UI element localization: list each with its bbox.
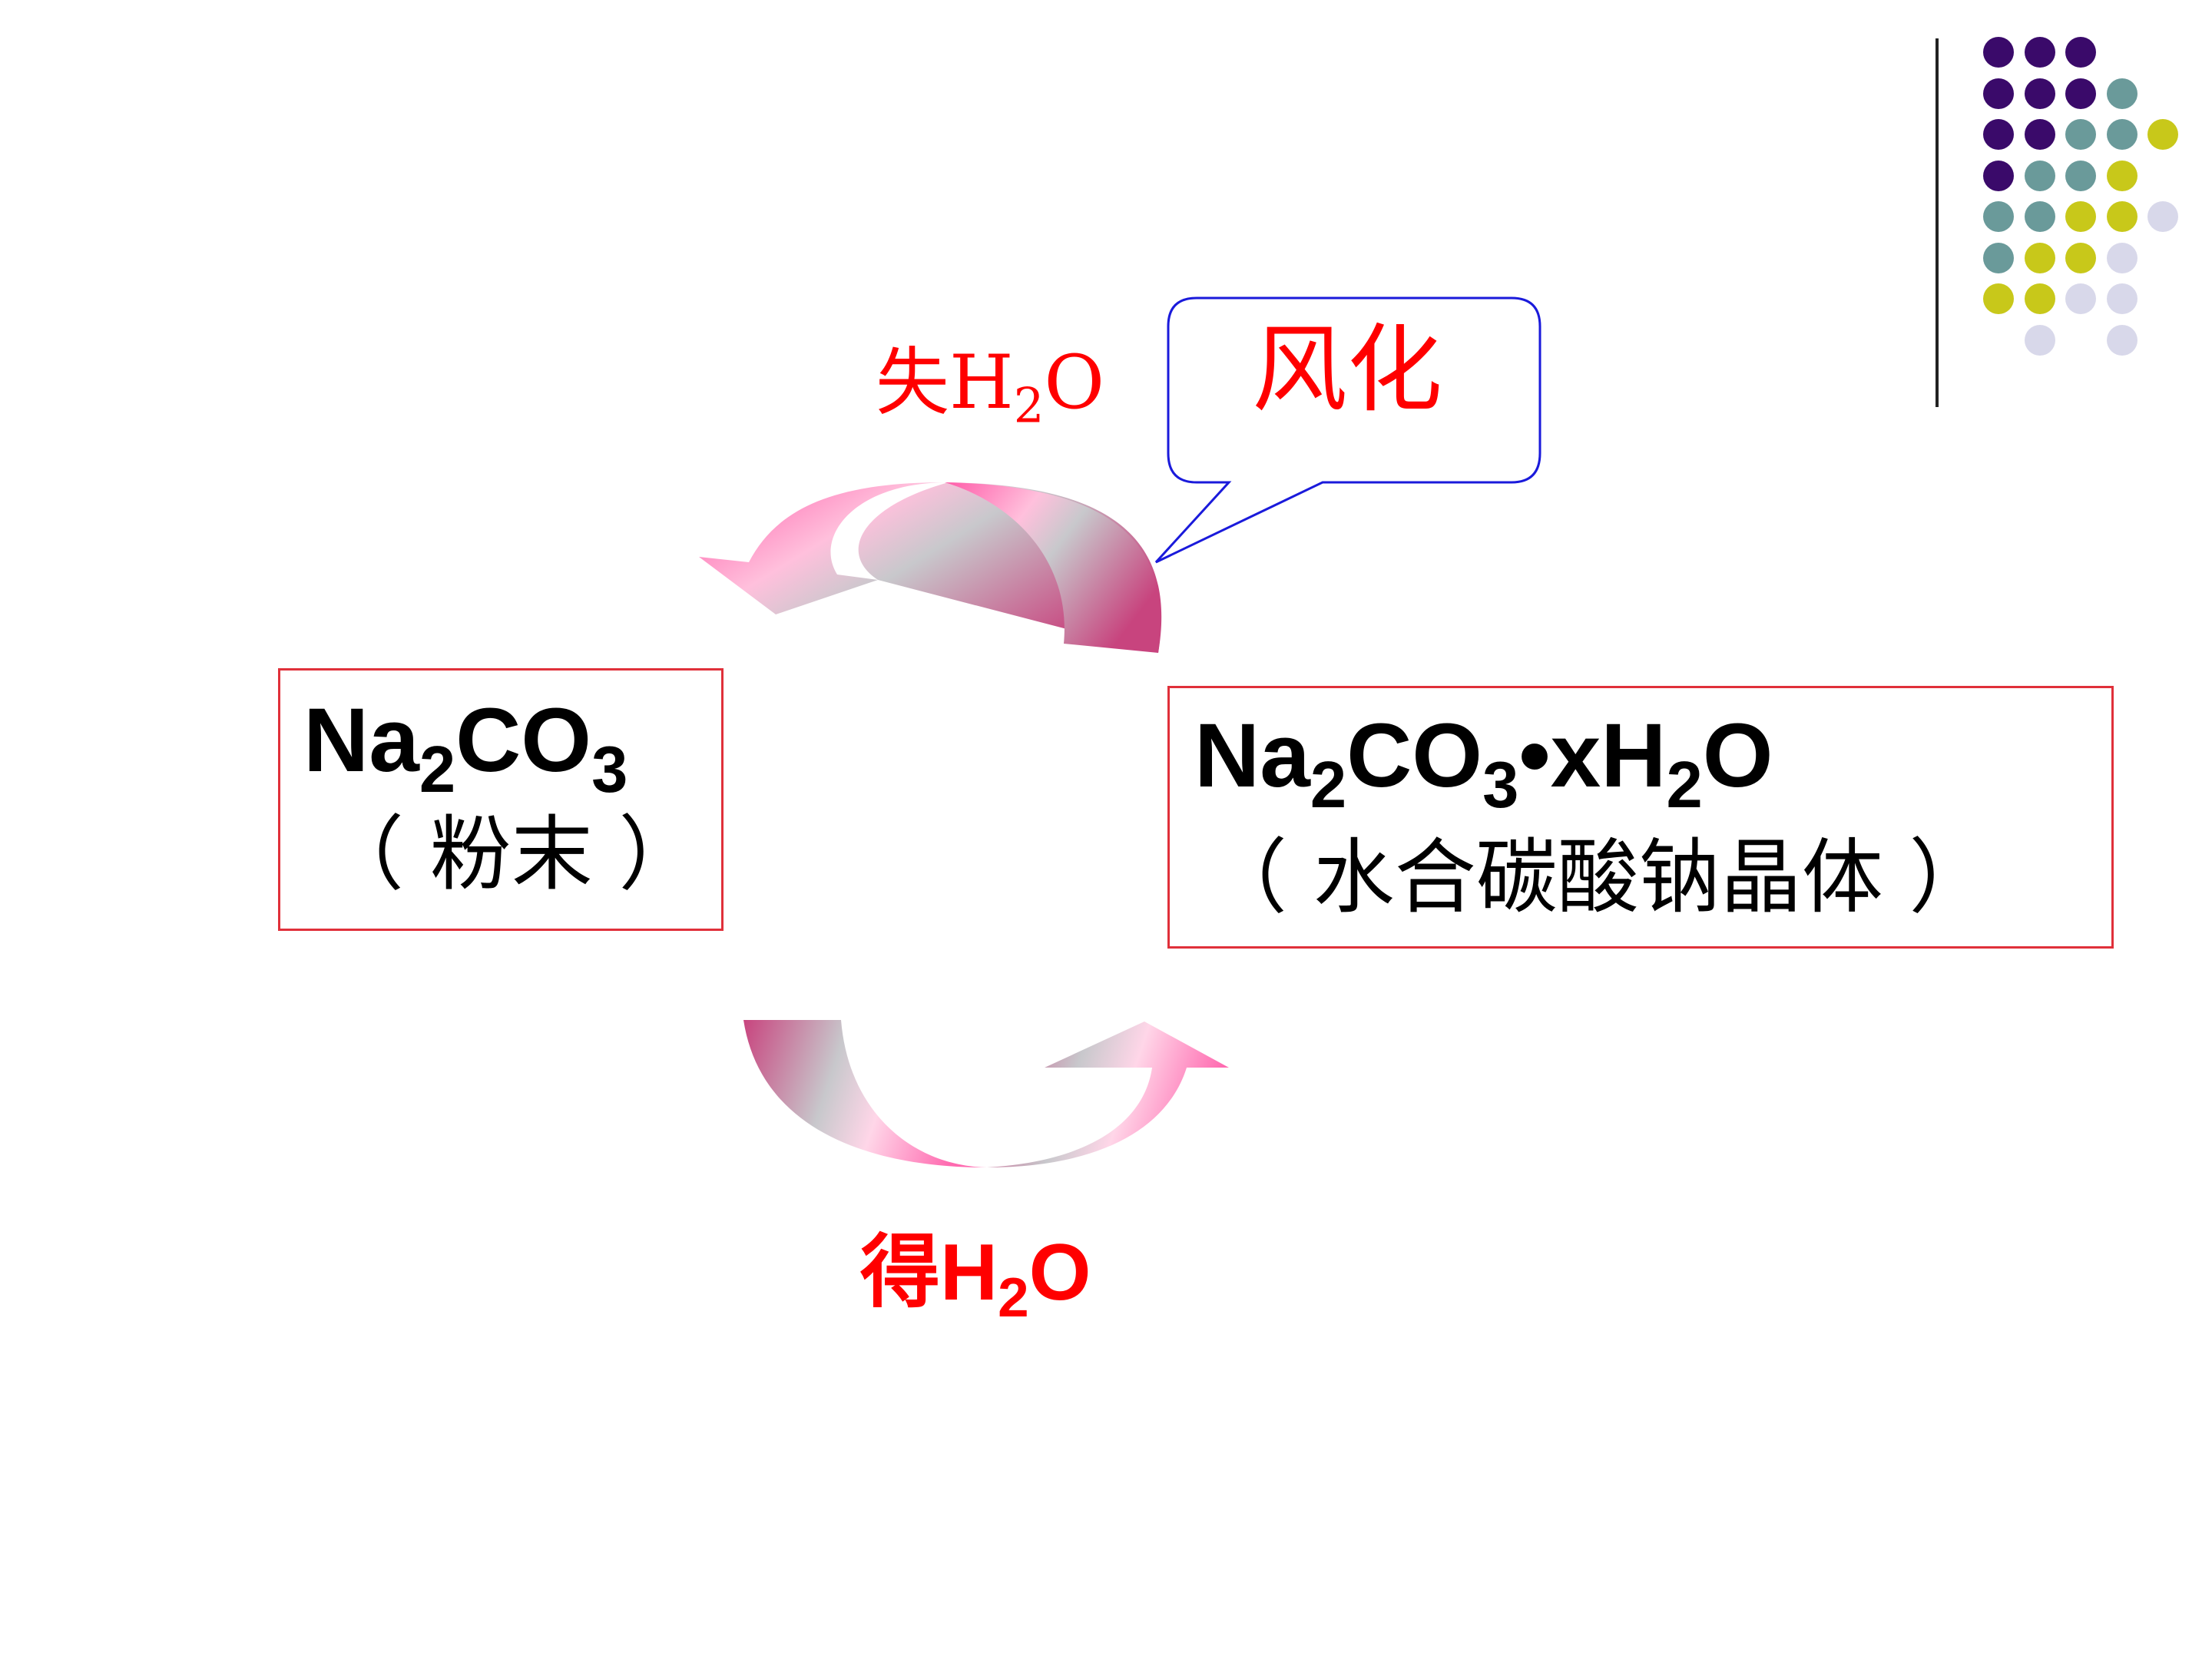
- left-caption: （ 粉末 ）: [323, 807, 700, 902]
- bottom-label-h: H: [940, 1228, 998, 1317]
- decorative-dot: [2024, 283, 2055, 314]
- callout-label: 风化: [1252, 315, 1443, 426]
- bottom-label-prefix: 得: [860, 1228, 941, 1317]
- decorative-dot: [2065, 119, 2096, 150]
- bottom-label-o: O: [1028, 1228, 1091, 1317]
- top-label-sub: 2: [1013, 377, 1045, 434]
- decorative-dot: [2065, 37, 2096, 68]
- decorative-dot: [2024, 78, 2055, 109]
- top-label-h: H: [949, 339, 1014, 426]
- decorative-dot: [2106, 242, 2137, 273]
- decorative-dot: [2106, 160, 2137, 191]
- left-formula-co: CO: [455, 690, 592, 791]
- decorative-dot: [2106, 119, 2137, 150]
- top-arrow-label: 失H2O: [876, 346, 1104, 429]
- decorative-dot: [2106, 78, 2137, 109]
- right-formula-na: Na: [1194, 705, 1310, 806]
- decorative-dot: [2065, 78, 2096, 109]
- decorative-dot: [2106, 201, 2137, 232]
- decorative-dot: [1983, 78, 2014, 109]
- left-formula-sub1: 2: [419, 733, 456, 807]
- decorative-dot: [2024, 324, 2055, 356]
- decorative-vertical-line: [1936, 38, 1939, 407]
- decorative-dot: [2065, 201, 2096, 232]
- right-formula-sub2: 3: [1482, 749, 1519, 823]
- callout-bubble-outline: [1154, 296, 1541, 564]
- right-formula-sub1: 2: [1310, 749, 1347, 823]
- right-formula-o: O: [1702, 705, 1773, 806]
- bottom-arrow-head: [987, 1022, 1229, 1167]
- decorative-dot: [1983, 201, 2014, 232]
- decorative-dot: [2024, 37, 2055, 68]
- decorative-dot: [2106, 324, 2137, 356]
- left-compound-box: [278, 668, 724, 931]
- bottom-arrow-label: 得H2O: [860, 1233, 1091, 1326]
- decorative-dot: [1983, 37, 2014, 68]
- left-formula-na: Na: [303, 690, 419, 791]
- top-arrow-band: [945, 482, 1161, 653]
- decorative-dot: [1983, 283, 2014, 314]
- top-label-prefix: 失: [876, 339, 949, 426]
- right-formula: Na2CO3•xH2O: [1194, 705, 1773, 818]
- decorative-dot: [2024, 160, 2055, 191]
- right-formula-dot-xh: •xH: [1518, 705, 1667, 806]
- left-formula-sub2: 3: [591, 733, 628, 807]
- decorative-dot: [1983, 160, 2014, 191]
- bottom-label-sub: 2: [998, 1266, 1029, 1329]
- right-compound-box: [1167, 686, 2114, 949]
- right-formula-co: CO: [1346, 705, 1483, 806]
- decorative-dot: [2147, 201, 2178, 232]
- decorative-dot: [2065, 242, 2096, 273]
- decorative-dot: [2024, 201, 2055, 232]
- top-label-o: O: [1044, 339, 1105, 426]
- decorative-dot: [2106, 283, 2137, 314]
- bottom-arrow-band: [743, 1020, 987, 1167]
- right-formula-sub3: 2: [1666, 749, 1703, 823]
- decorative-dot: [2024, 242, 2055, 273]
- decorative-dot: [2024, 119, 2055, 150]
- decorative-dot: [2065, 160, 2096, 191]
- decorative-dot-grid: [0, 0, 2212, 461]
- decorative-dot: [2147, 119, 2178, 150]
- decorative-dot: [1983, 119, 2014, 150]
- decorative-dot: [1983, 242, 2014, 273]
- left-formula: Na2CO3: [303, 690, 628, 803]
- decorative-dot: [2065, 283, 2096, 314]
- right-caption: （ 水合碳酸钠晶体 ）: [1206, 830, 1991, 925]
